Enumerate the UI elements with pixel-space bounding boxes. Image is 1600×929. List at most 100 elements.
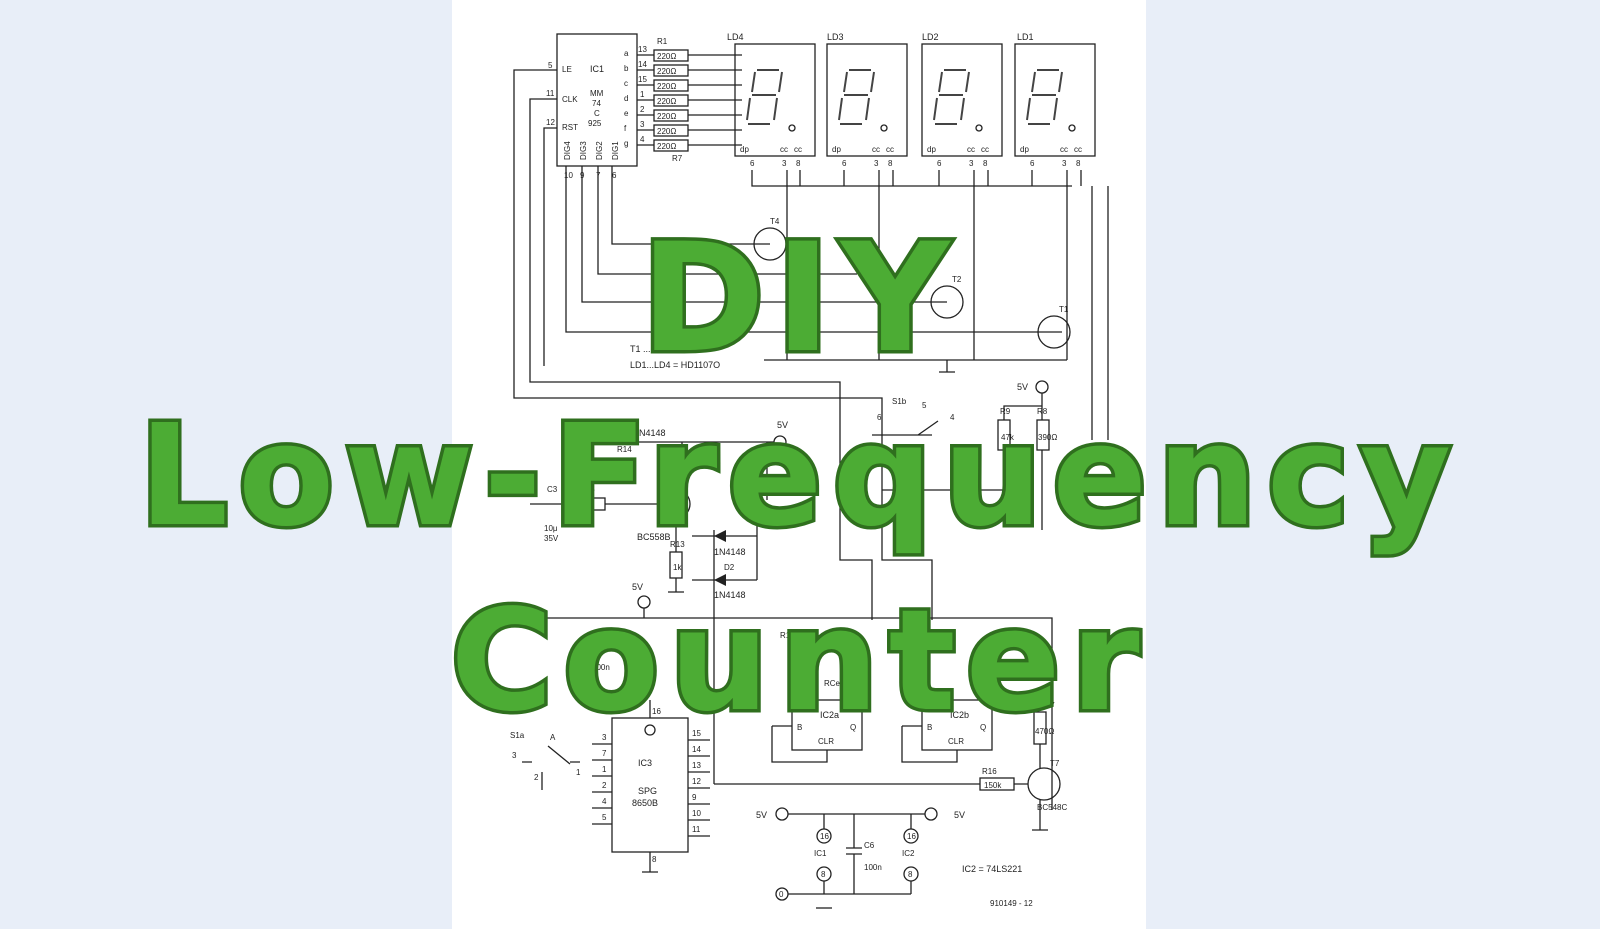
svg-text:IC2a: IC2a <box>820 710 839 720</box>
switch-pin-5: 5 <box>922 401 927 410</box>
svg-text:cc: cc <box>1060 145 1068 154</box>
ic3-right-pins: 15 14 13 12 9 10 11 <box>692 729 701 834</box>
svg-text:8: 8 <box>796 159 801 168</box>
svg-text:12: 12 <box>692 777 701 786</box>
svg-text:b: b <box>624 64 629 73</box>
ic1-segment-letters: a b c d e f g <box>624 49 629 148</box>
svg-text:3: 3 <box>602 733 607 742</box>
svg-text:d: d <box>624 94 628 103</box>
svg-text:DIG4: DIG4 <box>563 141 572 160</box>
r15-value: 22k <box>580 501 594 510</box>
svg-text:dp: dp <box>1020 145 1029 154</box>
svg-text:f: f <box>624 124 627 133</box>
d1-part: BAT85 <box>972 507 996 516</box>
svg-text:4: 4 <box>602 797 607 806</box>
svg-text:dp: dp <box>740 145 749 154</box>
t5-part: BC558B <box>637 532 671 542</box>
c4-label: C4 <box>590 641 601 650</box>
right-supply-label: 5V <box>1017 382 1028 392</box>
c3-value: 10μ <box>544 524 558 533</box>
svg-text:220Ω: 220Ω <box>657 52 676 61</box>
transistor-t7 <box>1027 767 1061 801</box>
svg-text:6: 6 <box>612 171 617 180</box>
circuit-schematic: IC1 MM 74 C 925 LE CLK RST 5 11 12 a b c… <box>510 32 1109 909</box>
svg-text:CLR: CLR <box>948 737 964 746</box>
svg-text:CLR: CLR <box>818 737 834 746</box>
svg-text:9: 9 <box>692 793 697 802</box>
svg-text:1: 1 <box>602 765 607 774</box>
svg-text:15: 15 <box>692 729 701 738</box>
c6-value: 100n <box>864 863 882 872</box>
timer-supply-label: 5V <box>632 582 643 592</box>
schematic-sheet: IC1 MM 74 C 925 LE CLK RST 5 11 12 a b c… <box>452 0 1146 929</box>
r9-label: R9 <box>1000 407 1011 416</box>
r16-label: R16 <box>982 767 997 776</box>
svg-text:cc: cc <box>1074 145 1082 154</box>
svg-text:2: 2 <box>640 105 645 114</box>
ic1-part-3: C <box>594 109 600 118</box>
svg-text:cc: cc <box>886 145 894 154</box>
svg-text:IC2b: IC2b <box>950 710 969 720</box>
ic2b-block: IC2b B Q CLR <box>921 699 993 751</box>
display-ld2: LD2 <box>921 32 1003 157</box>
svg-text:3: 3 <box>969 159 974 168</box>
ic1-part-1: MM <box>590 89 604 98</box>
svg-text:13: 13 <box>638 45 647 54</box>
svg-text:cc: cc <box>981 145 989 154</box>
svg-text:dp: dp <box>832 145 841 154</box>
ic1-digit-pins: DIG4 DIG3 DIG2 DIG1 <box>563 141 620 160</box>
d4-label: D4 <box>657 447 668 456</box>
svg-text:8: 8 <box>652 855 657 864</box>
svg-text:DIG2: DIG2 <box>595 141 604 160</box>
svg-text:8: 8 <box>888 159 893 168</box>
power-supply-right: 5V <box>954 810 965 820</box>
svg-text:dp: dp <box>927 145 936 154</box>
svg-text:LD4: LD4 <box>727 32 744 42</box>
c3-label: C3 <box>547 485 558 494</box>
svg-text:LD3: LD3 <box>827 32 844 42</box>
svg-text:8: 8 <box>1076 159 1081 168</box>
display-ld1: LD1 <box>1014 32 1096 157</box>
svg-text:LD1: LD1 <box>1017 32 1034 42</box>
resistor-array: 220Ω 220Ω 220Ω 220Ω 220Ω 220Ω 220Ω <box>637 49 742 152</box>
svg-text:T4: T4 <box>770 217 780 226</box>
ic1-vcc-pin: 16 <box>820 832 829 841</box>
c1-label: C1 <box>822 631 833 640</box>
svg-text:T2: T2 <box>952 275 962 284</box>
ic3-left-pins: 3 7 1 2 4 5 <box>602 733 607 822</box>
ic1-segment-pin-numbers: 13 14 15 1 2 3 4 <box>638 45 647 144</box>
svg-text:LD2: LD2 <box>922 32 939 42</box>
diode-low-label: 1N4148 <box>714 590 746 600</box>
transistor-t2: T2 <box>930 275 964 319</box>
svg-text:10: 10 <box>564 171 573 180</box>
svg-text:c: c <box>624 79 628 88</box>
c3-voltage: 35V <box>544 534 559 543</box>
svg-text:14: 14 <box>692 745 701 754</box>
svg-text:10: 10 <box>692 809 701 818</box>
svg-text:15: 15 <box>638 75 647 84</box>
diode-mid-label: 1N4148 <box>714 547 746 557</box>
ic1-pin-rst: RST <box>562 123 578 132</box>
display-ld3: LD3 <box>826 32 908 157</box>
svg-text:8: 8 <box>983 159 988 168</box>
r10-label: R10 <box>780 631 795 640</box>
d1-label: D1 <box>967 473 978 482</box>
r13-value: 1k <box>673 563 682 572</box>
r17-label: R17 <box>1040 701 1055 710</box>
transistor-t1: T1 <box>1037 305 1071 349</box>
svg-text:g: g <box>624 139 628 148</box>
svg-text:7: 7 <box>602 749 607 758</box>
svg-text:6: 6 <box>842 159 847 168</box>
svg-text:220Ω: 220Ω <box>657 67 676 76</box>
r11-value: 10k <box>913 643 927 652</box>
svg-text:3: 3 <box>1062 159 1067 168</box>
switch-pin-4: 4 <box>950 413 955 422</box>
s1a-label: S1a <box>510 731 525 740</box>
r16-value: 150k <box>984 781 1002 790</box>
svg-text:220Ω: 220Ω <box>657 112 676 121</box>
svg-text:5: 5 <box>602 813 607 822</box>
svg-text:2: 2 <box>602 781 607 790</box>
t7-label: T7 <box>1050 759 1060 768</box>
input-supply-terminal <box>773 435 787 449</box>
ic1-pin-clk: CLK <box>562 95 578 104</box>
